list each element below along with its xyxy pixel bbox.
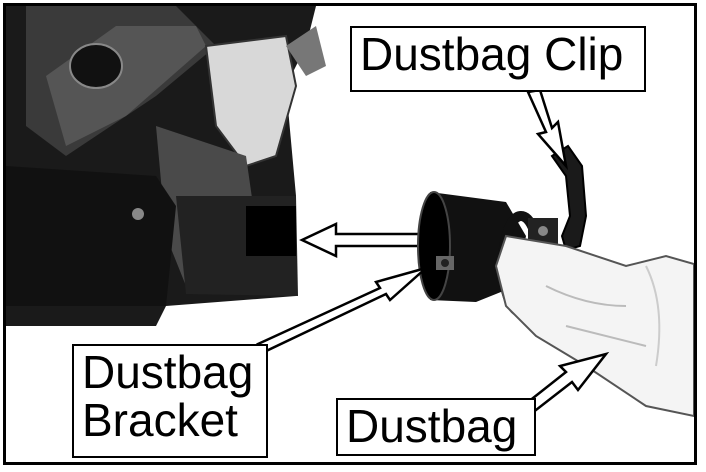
label-dustbag: Dustbag bbox=[336, 398, 536, 456]
label-dustbag-bracket: Dustbag Bracket bbox=[72, 344, 268, 458]
label-dustbag-bracket-line1: Dustbag bbox=[82, 346, 254, 398]
photo-illustration bbox=[6, 6, 694, 418]
label-dustbag-clip: Dustbag Clip bbox=[350, 26, 646, 92]
machine-body bbox=[6, 6, 326, 326]
dustbag bbox=[494, 234, 694, 418]
clip-leader-arrow bbox=[526, 88, 569, 171]
bag-leader-arrow bbox=[526, 351, 610, 412]
bracket-leader-arrow bbox=[256, 266, 427, 354]
label-dustbag-bracket-line2: Bracket bbox=[82, 394, 238, 447]
diagram-frame: Dustbag Clip Dustbag Bracket Dustbag bbox=[3, 3, 697, 465]
insert-arrow bbox=[299, 222, 426, 258]
